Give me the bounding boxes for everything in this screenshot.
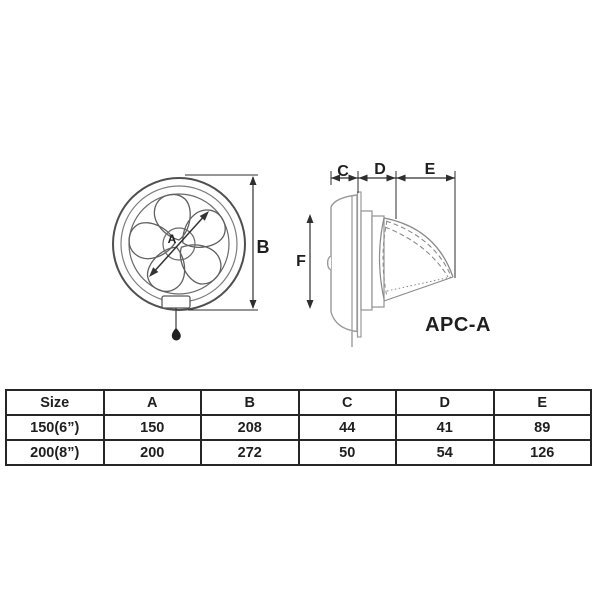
arrowhead-icon [249,176,257,185]
dimension-label-d: D [374,161,386,178]
dimension-label-a: A [168,232,177,246]
switch-box [161,295,191,309]
cone-dashed-slat [385,220,452,277]
table-cell: 150(6”) [5,414,105,441]
fan-hub-circle [162,227,196,261]
cone-dashed-slat [382,220,388,298]
arrowhead-icon [358,174,368,182]
arrowhead-icon [306,300,314,309]
fan-outer-rim-circle [112,177,246,311]
pull-cord-handle [171,328,181,341]
arrowhead-icon [446,174,455,182]
dimension-label-c: C [337,163,349,180]
dimension-b [185,174,258,311]
table-header-d: D [395,389,495,416]
table-cell: 41 [395,414,495,441]
arrowhead-icon [306,214,314,223]
table-cell: 208 [200,414,300,441]
table-header-c: C [297,389,397,416]
dimension-label-f: F [296,253,306,270]
fan-front-view: A B [112,174,270,341]
arrowhead-icon [199,211,209,221]
table-header-b: B [200,389,300,416]
duct-ring-outer [360,210,373,311]
panel-knob [326,255,332,271]
table-row: 150(6”) 150 208 44 41 89 [5,414,592,441]
cone-left-edge [378,217,385,300]
dimension-f [306,214,314,309]
arrowhead-icon [396,174,406,182]
dimension-cde [330,171,456,278]
dimension-a-line [150,212,208,276]
cone-top-edge [383,217,454,278]
dimension-label-b: B [257,237,270,257]
table-cell: 50 [297,439,397,466]
arrowhead-icon [386,174,396,182]
cone-dashed-slat [384,226,449,278]
arrowhead-icon [348,174,358,182]
shutter-cone [378,217,454,302]
table-cell: 150 [102,414,202,441]
fan-blades [128,193,226,292]
dimension-spec-table: Size A B C D E 150(6”) 150 208 44 41 89 … [5,389,592,466]
dimension-a: A [149,211,209,277]
fan-blade [147,246,186,292]
front-panel [330,194,358,333]
fan-side-view: F C D E APC-A [296,161,491,347]
table-header-a: A [102,389,202,416]
dimension-label-e: E [425,161,436,178]
table-cell: 44 [297,414,397,441]
fan-blade [128,222,176,260]
table-cell: 89 [492,414,592,441]
table-header-row: Size A B C D E [5,389,592,416]
cone-bottom-edge [383,276,454,302]
table-cell: 54 [395,439,495,466]
table-cell: 200 [102,439,202,466]
table-cell: 126 [492,439,592,466]
table-row: 200(8”) 200 272 50 54 126 [5,439,592,466]
table-cell: 200(8”) [5,439,105,466]
arrowhead-icon [331,174,340,182]
table-header-size: Size [5,389,105,416]
cone-dotted-edge [386,276,452,292]
model-label: APC-A [425,314,491,336]
table-cell: 272 [200,439,300,466]
arrowhead-icon [249,300,257,309]
table-header-e: E [492,389,592,416]
arrowhead-icon [149,267,159,277]
